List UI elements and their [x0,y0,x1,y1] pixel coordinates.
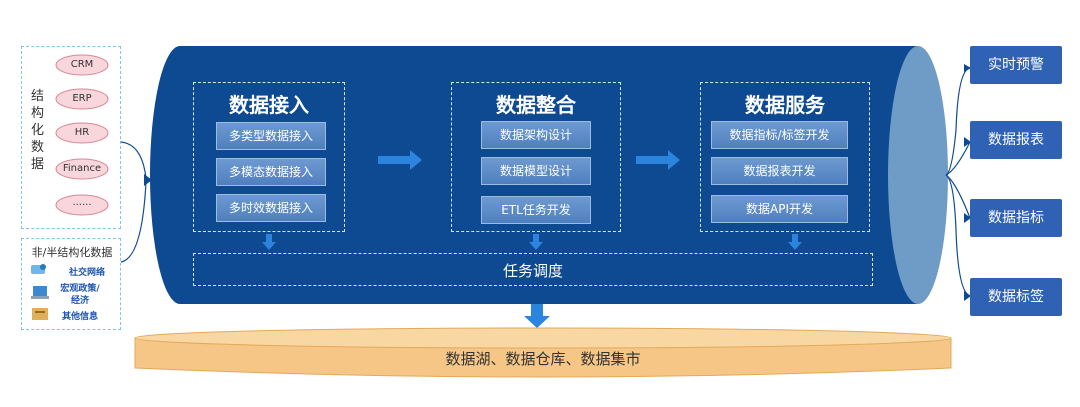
arrow-right-icon [636,150,680,170]
output-data-tag: 数据标签 [970,278,1062,316]
database-icon [55,88,109,110]
service-item-3: 数据API开发 [711,195,848,223]
source-db-hr: HR [55,122,109,144]
source-db-crm: CRM [55,54,109,76]
arrow-down-icon [262,234,276,250]
source-label: ...... [72,197,92,208]
structured-data-label: 结构化数据 [31,89,45,172]
source-label: ERP [72,93,92,104]
output-connector [945,64,971,301]
ingestion-item-1: 多类型数据接入 [216,122,326,150]
source-db-finance: Finance [55,158,109,180]
arrow-down-icon [529,234,543,250]
service-item-2: 数据报表开发 [711,157,848,185]
section-data-integration [451,82,621,232]
unstructured-data-label: 非/半结构化数据 [31,246,113,259]
output-realtime-alert: 实时预警 [970,46,1062,84]
database-icon [55,122,109,144]
source-db-more: ...... [55,194,109,216]
output-data-metric: 数据指标 [970,199,1062,237]
storage-cylinder [134,327,952,378]
laptop-icon [30,285,50,301]
service-item-1: 数据指标/标签开发 [711,121,848,149]
integration-item-3: ETL任务开发 [481,196,591,224]
ingestion-item-2: 多模态数据接入 [216,158,326,186]
database-icon [55,158,109,180]
storage-label: 数据湖、数据仓库、数据集市 [445,350,641,368]
source-label: CRM [70,59,94,70]
input-connector [120,141,152,263]
arrow-right-icon [378,150,422,170]
database-icon [55,54,109,76]
output-data-report: 数据报表 [970,121,1062,159]
section-title-integration: 数据整合 [496,93,576,117]
task-scheduler-label: 任务调度 [502,262,563,280]
section-title-service: 数据服务 [745,93,825,117]
source-label: HR [74,127,90,138]
section-data-ingestion [193,82,345,232]
arrow-down-icon [788,234,802,250]
other-info-label: 其他信息 [61,312,98,322]
integration-item-1: 数据架构设计 [481,121,591,149]
social-network-icon [30,262,48,276]
ingestion-item-3: 多时效数据接入 [216,194,326,222]
source-label: Finance [62,163,102,174]
task-scheduler-bar [193,253,873,286]
section-title-ingestion: 数据接入 [229,93,309,117]
macro-policy-label: 宏观政策/经济 [60,284,100,306]
structured-data-group [21,46,121,229]
source-db-erp: ERP [55,88,109,110]
database-icon [55,194,109,216]
social-network-label: 社交网络 [68,268,105,278]
other-info-icon [30,306,50,322]
integration-item-2: 数据模型设计 [481,157,591,185]
section-data-service [700,82,870,232]
unstructured-data-group [21,238,121,330]
arrow-down-icon [524,304,550,328]
